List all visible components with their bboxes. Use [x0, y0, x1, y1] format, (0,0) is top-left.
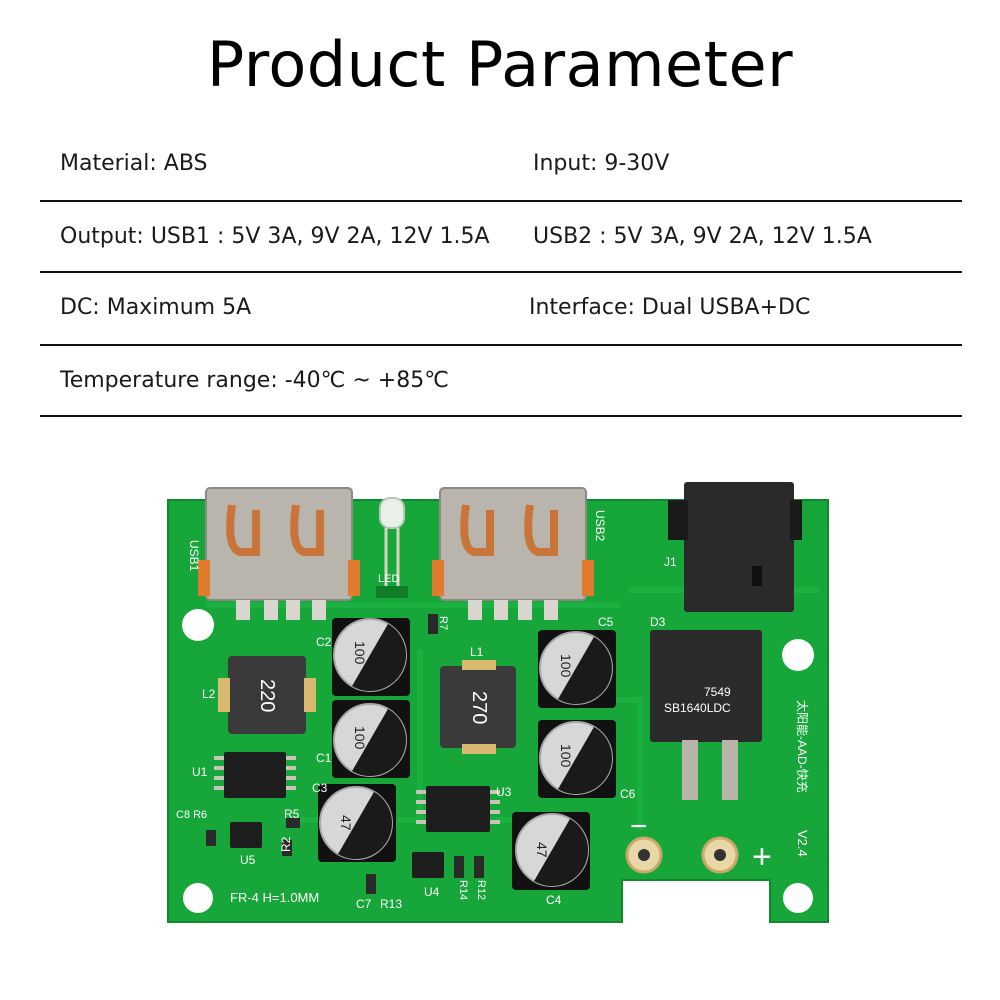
label-d3: D3: [650, 615, 666, 629]
mark-l1: 270: [468, 691, 490, 724]
label-r14: R14: [457, 880, 469, 900]
divider: [40, 344, 962, 346]
cap-cans: [319, 618, 613, 887]
label-c4: C4: [546, 893, 562, 907]
inductor-l1: [440, 660, 516, 754]
divider: [40, 200, 962, 202]
label-r7: R7: [437, 616, 449, 630]
smd-parts: [206, 614, 484, 894]
cap-c4-value: 47: [534, 842, 550, 858]
label-u1: U1: [192, 765, 208, 779]
mount-hole: [782, 639, 814, 671]
label-c2: C2: [316, 635, 332, 649]
label-vertical-cn: 太阳能-AAD-快充: [795, 700, 810, 793]
param-temperature: Temperature range: -40℃ ~ +85℃: [60, 368, 449, 393]
cap-c3-value: 47: [338, 815, 354, 831]
mark-diode-part: SB1640LDC: [664, 701, 731, 715]
led-component: [376, 497, 408, 598]
param-row-3: DC: Maximum 5A Interface: Dual USBA+DC: [40, 272, 962, 344]
label-c6: C6: [620, 787, 636, 801]
label-c7: C7: [356, 897, 372, 911]
label-usb2: USB2: [593, 510, 607, 542]
divider: [40, 415, 962, 417]
label-fr4: FR-4 H=1.0MM: [230, 890, 319, 905]
cap-c6-value: 100: [558, 744, 574, 768]
inductor-l2: [218, 656, 316, 734]
mount-hole: [783, 883, 813, 913]
label-version: V2.4: [795, 830, 810, 857]
label-l1: L1: [470, 645, 484, 659]
mount-hole: [183, 883, 213, 913]
ic-chips: [224, 752, 490, 878]
label-r13: R13: [380, 897, 402, 911]
mark-l2: 220: [256, 679, 278, 712]
label-minus: −: [630, 810, 648, 843]
param-output-usb1: Output: USB1 : 5V 3A, 9V 2A, 12V 1.5A: [60, 224, 490, 249]
param-output-usb2: USB2 : 5V 3A, 9V 2A, 12V 1.5A: [533, 224, 872, 249]
label-plus: +: [752, 838, 772, 876]
label-r5: R5: [284, 807, 300, 821]
param-material: Material: ABS: [60, 151, 208, 176]
label-l2: L2: [202, 687, 216, 701]
param-row-2: Output: USB1 : 5V 3A, 9V 2A, 12V 1.5A US…: [40, 201, 962, 273]
usb2-connector: [432, 487, 594, 620]
diode-d3: [650, 630, 762, 800]
label-c5: C5: [598, 615, 614, 629]
label-led: LED: [378, 573, 399, 585]
param-row-4: Temperature range: -40℃ ~ +85℃: [40, 345, 962, 417]
cap-c2-value: 100: [352, 641, 368, 665]
label-r2: R2: [279, 836, 293, 852]
label-usb1: USB1: [187, 540, 201, 572]
param-dc: DC: Maximum 5A: [60, 295, 252, 320]
param-input: Input: 9-30V: [533, 151, 670, 176]
cap-c5-value: 100: [558, 654, 574, 678]
label-u3: U3: [496, 785, 512, 799]
param-interface: Interface: Dual USBA+DC: [529, 295, 811, 320]
label-c1: C1: [316, 751, 332, 765]
cap-c1-value: 100: [352, 726, 368, 750]
usb1-connector: [198, 487, 360, 620]
label-r12: R12: [475, 880, 487, 900]
param-row-1: Material: ABS Input: 9-30V: [40, 128, 962, 200]
label-c3: C3: [312, 781, 328, 795]
label-j1: J1: [664, 555, 677, 569]
label-c8r6: C8 R6: [176, 809, 207, 821]
divider: [40, 271, 962, 273]
page-title: Product Parameter: [206, 28, 794, 101]
mount-hole: [182, 609, 214, 641]
output-terminals: [625, 836, 739, 874]
dc-jack: [668, 482, 802, 612]
label-u4: U4: [424, 885, 440, 899]
mark-diode-code: 7549: [704, 685, 731, 699]
label-u5: U5: [240, 853, 256, 867]
